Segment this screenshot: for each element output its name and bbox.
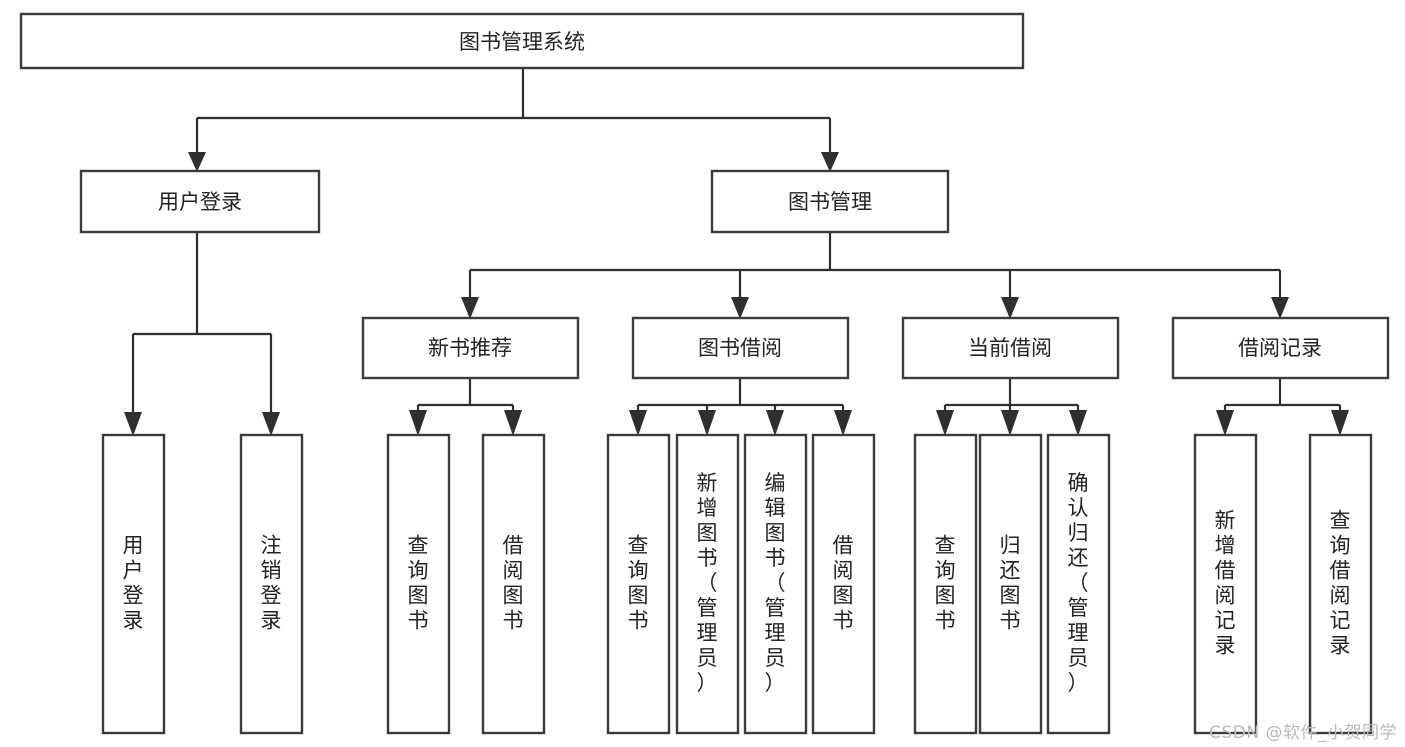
arrow-to-leaf-query-book-3 xyxy=(936,410,954,436)
node-book-borrow[interactable]: 图书借阅 xyxy=(631,316,850,380)
leaf-query-book-current-label: 查询图书 xyxy=(935,534,956,633)
leaf-return-book-label: 归还图书 xyxy=(1000,534,1021,633)
leaf-query-book-current[interactable]: 查询图书 xyxy=(913,433,978,735)
arrow-to-leaf-borrow-book-1 xyxy=(504,410,522,436)
node-user-login-box[interactable] xyxy=(79,169,321,234)
leaf-user-login-label: 用户登录 xyxy=(123,534,144,633)
leaf-user-login-box[interactable] xyxy=(101,433,166,735)
arrow-to-leaf-add-record xyxy=(1216,410,1234,436)
node-book-borrow-box[interactable] xyxy=(631,316,850,380)
leaf-edit-book[interactable]: 编辑图书（管理员） xyxy=(743,433,808,735)
leaf-return-book[interactable]: 归还图书 xyxy=(978,433,1043,735)
leaf-query-book-current-box[interactable] xyxy=(913,433,978,735)
arrow-to-leaf-logout xyxy=(262,412,280,436)
leaf-add-borrow-record-box[interactable] xyxy=(1193,433,1258,735)
node-current-borrow[interactable]: 当前借阅 xyxy=(901,316,1120,380)
arrow-to-leaf-return-book xyxy=(1001,410,1019,436)
edge-group-book-manage-to-level3 xyxy=(461,232,1289,319)
node-user-login-label: 用户登录 xyxy=(158,190,242,214)
leaf-query-book-recommend-label: 查询图书 xyxy=(408,534,429,633)
node-new-book-recommend-box[interactable] xyxy=(361,316,580,380)
edge-group-new-book-recommend-to-leaves xyxy=(409,378,522,436)
leaf-query-borrow-record-label: 查询借阅记录 xyxy=(1330,509,1351,658)
leaf-logout-label: 注销登录 xyxy=(261,534,282,633)
edge-group-root-to-level2 xyxy=(188,68,839,172)
edge-group-borrow-record-to-leaves xyxy=(1216,378,1349,436)
leaf-query-borrow-record[interactable]: 查询借阅记录 xyxy=(1308,433,1373,735)
node-current-borrow-label: 当前借阅 xyxy=(968,336,1052,360)
edge-root-fanout xyxy=(195,68,832,155)
node-root-box[interactable] xyxy=(19,12,1025,70)
leaf-add-borrow-record[interactable]: 新增借阅记录 xyxy=(1193,433,1258,735)
leaf-query-book-recommend[interactable]: 查询图书 xyxy=(386,433,451,735)
leaf-borrow-book-recommend[interactable]: 借阅图书 xyxy=(481,433,546,735)
node-new-book-recommend-label: 新书推荐 xyxy=(428,336,512,360)
leaf-confirm-return[interactable]: 确认归还（管理员） xyxy=(1046,433,1111,735)
leaf-user-login[interactable]: 用户登录 xyxy=(101,433,166,735)
arrow-to-leaf-user-login xyxy=(124,412,142,436)
arrow-to-current-borrow xyxy=(1001,297,1019,319)
node-borrow-record-label: 借阅记录 xyxy=(1238,336,1322,360)
arrow-to-user-login xyxy=(188,152,206,172)
leaf-add-borrow-record-label: 新增借阅记录 xyxy=(1215,509,1236,658)
arrow-to-leaf-confirm-return xyxy=(1069,410,1087,436)
leaf-query-book-borrow[interactable]: 查询图书 xyxy=(606,433,671,735)
arrow-to-leaf-borrow-book-2 xyxy=(834,410,852,436)
node-book-management-box[interactable] xyxy=(710,169,950,234)
leaf-confirm-return-box[interactable] xyxy=(1046,433,1111,735)
arrow-to-leaf-add-book xyxy=(698,410,716,436)
leaf-logout[interactable]: 注销登录 xyxy=(239,433,304,735)
leaf-query-book-recommend-box[interactable] xyxy=(386,433,451,735)
edge-book-manage-fanout xyxy=(468,232,1282,300)
leaf-add-book[interactable]: 新增图书（管理员） xyxy=(675,433,740,735)
edge-borrow-record-fanout xyxy=(1223,378,1342,416)
arrow-to-new-book-recommend xyxy=(461,297,479,319)
node-book-management-label: 图书管理 xyxy=(788,190,872,214)
edge-user-login-fanout xyxy=(131,232,273,415)
node-borrow-record[interactable]: 借阅记录 xyxy=(1171,316,1390,380)
leaf-borrow-book-label: 借阅图书 xyxy=(833,534,854,633)
node-new-book-recommend[interactable]: 新书推荐 xyxy=(361,316,580,380)
arrow-to-leaf-query-record xyxy=(1331,410,1349,436)
edge-group-user-login-to-leaves xyxy=(124,232,280,436)
leaf-logout-box[interactable] xyxy=(239,433,304,735)
arrow-to-leaf-query-book-2 xyxy=(629,410,647,436)
leaf-edit-book-box[interactable] xyxy=(743,433,808,735)
arrow-to-book-borrow xyxy=(731,297,749,319)
arrow-to-borrow-record xyxy=(1271,297,1289,319)
arrow-to-leaf-query-book-1 xyxy=(409,410,427,436)
node-user-login[interactable]: 用户登录 xyxy=(79,169,321,234)
leaf-borrow-book-box[interactable] xyxy=(811,433,876,735)
node-borrow-record-box[interactable] xyxy=(1171,316,1390,380)
leaf-add-book-label: 新增图书（管理员） xyxy=(697,471,718,695)
edge-group-book-borrow-to-leaves xyxy=(629,378,852,436)
csdn-watermark: CSDN @软件_小贺同学 xyxy=(1209,723,1397,743)
edge-book-borrow-fanout xyxy=(636,378,845,416)
leaf-return-book-box[interactable] xyxy=(978,433,1043,735)
node-book-borrow-label: 图书借阅 xyxy=(698,336,782,360)
node-root-label: 图书管理系统 xyxy=(459,30,585,54)
leaf-query-borrow-record-box[interactable] xyxy=(1308,433,1373,735)
arrow-to-leaf-edit-book xyxy=(766,410,784,436)
leaf-add-book-box[interactable] xyxy=(675,433,740,735)
edge-group-current-borrow-to-leaves xyxy=(936,378,1087,436)
arrow-to-book-manage xyxy=(821,152,839,172)
node-current-borrow-box[interactable] xyxy=(901,316,1120,380)
node-book-management[interactable]: 图书管理 xyxy=(710,169,950,234)
leaf-borrow-book[interactable]: 借阅图书 xyxy=(811,433,876,735)
leaf-edit-book-label: 编辑图书（管理员） xyxy=(765,471,786,695)
leaf-query-book-borrow-box[interactable] xyxy=(606,433,671,735)
node-root-book-management-system[interactable]: 图书管理系统 xyxy=(19,12,1025,70)
leaf-confirm-return-label: 确认归还（管理员） xyxy=(1068,471,1089,695)
leaf-borrow-book-recommend-box[interactable] xyxy=(481,433,546,735)
edge-new-book-fanout xyxy=(416,378,515,416)
leaf-borrow-book-recommend-label: 借阅图书 xyxy=(503,534,524,633)
leaf-query-book-borrow-label: 查询图书 xyxy=(628,534,649,633)
